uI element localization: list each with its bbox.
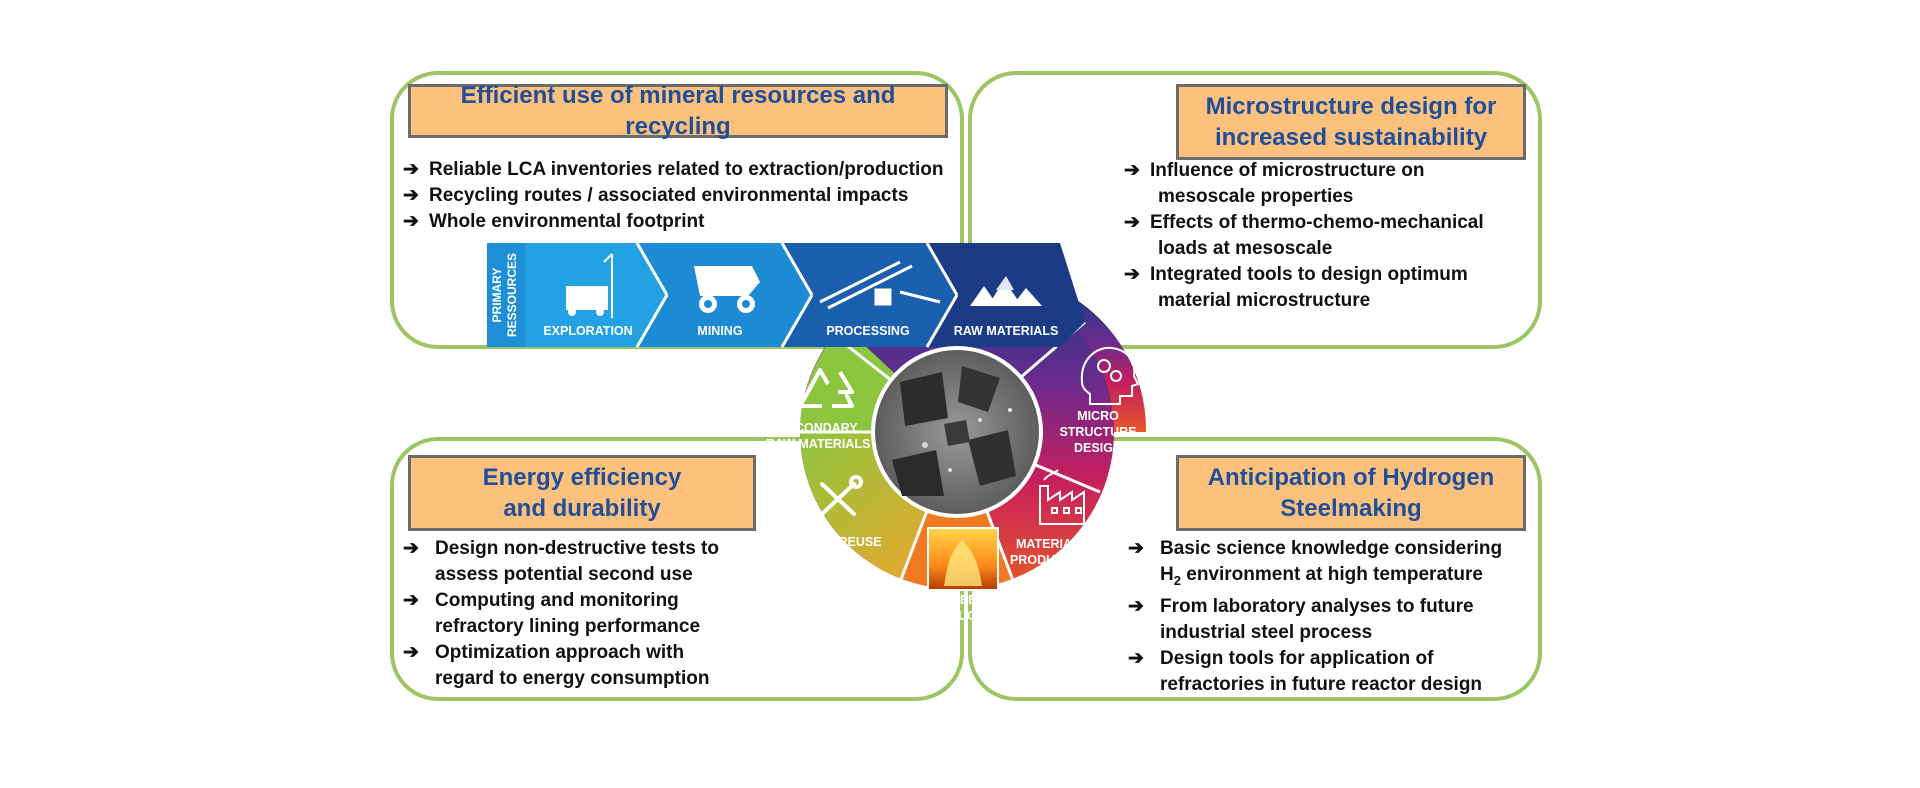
bullet-item: ➔ From laboratory analyses to future indus… <box>1128 594 1502 646</box>
micro-line3: DESIGN <box>1074 441 1122 455</box>
bullet-item: ➔ Recycling routes / associated environme… <box>403 183 944 209</box>
step-label-raw-materials: RAW MATERIALS <box>954 324 1059 338</box>
arrow-icon: ➔ <box>1128 595 1144 617</box>
bullet-text: refractories in future reactor design <box>1160 673 1483 695</box>
bullet-list-microstructure: ➔ Influence of microstructure on mesoscale… <box>1124 158 1484 314</box>
title-energy-efficiency: Energy efficiency and durability <box>408 455 756 531</box>
arrow-icon: ➔ <box>403 590 419 611</box>
dump-truck-icon <box>694 266 760 313</box>
micro-line1: MICRO <box>1077 409 1119 423</box>
primary-resources-label: PRIMARY RESSOURCES <box>490 253 519 337</box>
bullet-item: ➔ Computing and monitoring refractory lini… <box>403 588 719 640</box>
arrow-icon: ➔ <box>403 211 419 232</box>
bullet-text: Basic science knowledge considering <box>1160 538 1503 559</box>
bullet-text: Optimization approach with <box>435 642 685 663</box>
bullet-text: material microstructure <box>1158 290 1371 311</box>
step-label-mining: MINING <box>697 324 742 338</box>
bullet-text-rest: environment at high temperature <box>1180 564 1483 585</box>
title-line: Energy efficiency <box>482 464 682 491</box>
chevron-processing <box>782 243 957 347</box>
title-text: Efficient use of mineral resources and r… <box>460 82 896 140</box>
bullet-item: ➔ Reliable LCA inventories related to ext… <box>403 157 944 183</box>
wrench-screwdriver-icon <box>820 475 863 516</box>
bullet-text: regard to energy consumption <box>435 668 710 689</box>
h2-symbol: H <box>1160 564 1174 585</box>
bullet-text: refractory lining performance <box>435 616 701 637</box>
materials-line1: MATERIALS <box>1016 537 1088 551</box>
bullet-text: assess potential second use <box>435 564 693 585</box>
title-microstructure: Microstructure design for increased sust… <box>1176 84 1526 160</box>
bullet-text: Reliable LCA inventories related to extr… <box>429 159 944 180</box>
title-line: Microstructure design for <box>1205 93 1497 120</box>
step-label-exploration: EXPLORATION <box>543 324 632 338</box>
molten-steel-icon <box>927 527 999 591</box>
title-line: Anticipation of Hydrogen <box>1207 464 1495 491</box>
title-line: increased sustainability <box>1214 124 1488 151</box>
title-mineral-resources: Efficient use of mineral resources and r… <box>408 82 948 140</box>
arrow-icon: ➔ <box>1128 647 1144 669</box>
rock-pile-icon <box>970 276 1042 306</box>
bullet-text: From laboratory analyses to future <box>1160 595 1474 617</box>
bullet-text: mesoscale properties <box>1158 186 1354 207</box>
recycle-icon <box>798 368 854 408</box>
bullet-text: Integrated tools to design optimum <box>1150 264 1468 285</box>
title-line: Steelmaking <box>1280 495 1422 522</box>
arrow-icon: ➔ <box>403 642 419 663</box>
arrow-icon: ➔ <box>1128 538 1144 559</box>
bullet-text: Whole environmental footprint <box>429 211 705 232</box>
factory-icon <box>1039 469 1085 525</box>
bullet-text: Design tools for application of <box>1160 647 1434 669</box>
arrow-icon: ➔ <box>1124 212 1140 233</box>
bullet-item: ➔ Design non-destructive tests to assess p… <box>403 536 719 588</box>
bullet-text: Computing and monitoring <box>435 590 679 611</box>
bullet-item: ➔ Design tools for application of refracto… <box>1128 646 1502 698</box>
bullet-text: Recycling routes / associated environmen… <box>429 185 909 206</box>
bullet-item: ➔ Influence of microstructure on mesoscale… <box>1124 158 1484 210</box>
step-label-processing: PROCESSING <box>826 324 909 338</box>
arrow-icon: ➔ <box>403 538 419 559</box>
bullet-text: industrial steel process <box>1160 621 1373 643</box>
primary-line1: PRIMARY <box>490 268 504 323</box>
use-reuse-label: USE / REUSE <box>802 535 881 549</box>
conveyor-icon <box>819 260 941 310</box>
arrow-icon: ➔ <box>403 159 419 180</box>
arrow-icon: ➔ <box>403 185 419 206</box>
head-gears-icon <box>1080 346 1140 405</box>
arrow-icon: ➔ <box>1124 160 1140 181</box>
steel-line1: STEEL <box>944 593 985 607</box>
title-hydrogen-steelmaking: Anticipation of Hydrogen Steelmaking <box>1176 455 1526 531</box>
micro-line2: STRUCTURE <box>1059 425 1136 439</box>
secondary-line2: RAW MATERIALS <box>766 437 871 451</box>
steel-line2: PRODUCTION <box>922 609 1006 623</box>
bullet-item: ➔ Integrated tools to design optimum mater… <box>1124 262 1484 314</box>
microstructure-image <box>871 346 1043 518</box>
drill-rig-icon <box>566 253 613 318</box>
materials-line2: PRODUCTION <box>1010 553 1094 567</box>
bullet-text: loads at mesoscale <box>1158 238 1333 259</box>
bullet-text: Design non-destructive tests to <box>435 538 719 559</box>
bullet-text: Influence of microstructure on <box>1150 160 1425 181</box>
bullet-list-mineral: ➔ Reliable LCA inventories related to ext… <box>403 157 944 235</box>
bullet-text: H2 environment at high temperature <box>1154 562 1502 594</box>
bullet-item: ➔ Optimization approach with regard to ene… <box>403 640 719 692</box>
arrow-icon: ➔ <box>1124 264 1140 285</box>
bullet-list-energy: ➔ Design non-destructive tests to assess p… <box>403 536 719 692</box>
h2-subscript: 2 <box>1173 572 1181 588</box>
secondary-line1: SECONDARY <box>778 421 858 435</box>
primary-tab <box>487 243 525 347</box>
title-line: and durability <box>503 495 661 522</box>
bullet-text: Effects of thermo-chemo-mechanical <box>1150 212 1484 233</box>
bullet-item: ➔ Whole environmental footprint <box>403 209 944 235</box>
primary-line2: RESSOURCES <box>505 253 519 337</box>
bullet-item: ➔ Effects of thermo-chemo-mechanical loads… <box>1124 210 1484 262</box>
